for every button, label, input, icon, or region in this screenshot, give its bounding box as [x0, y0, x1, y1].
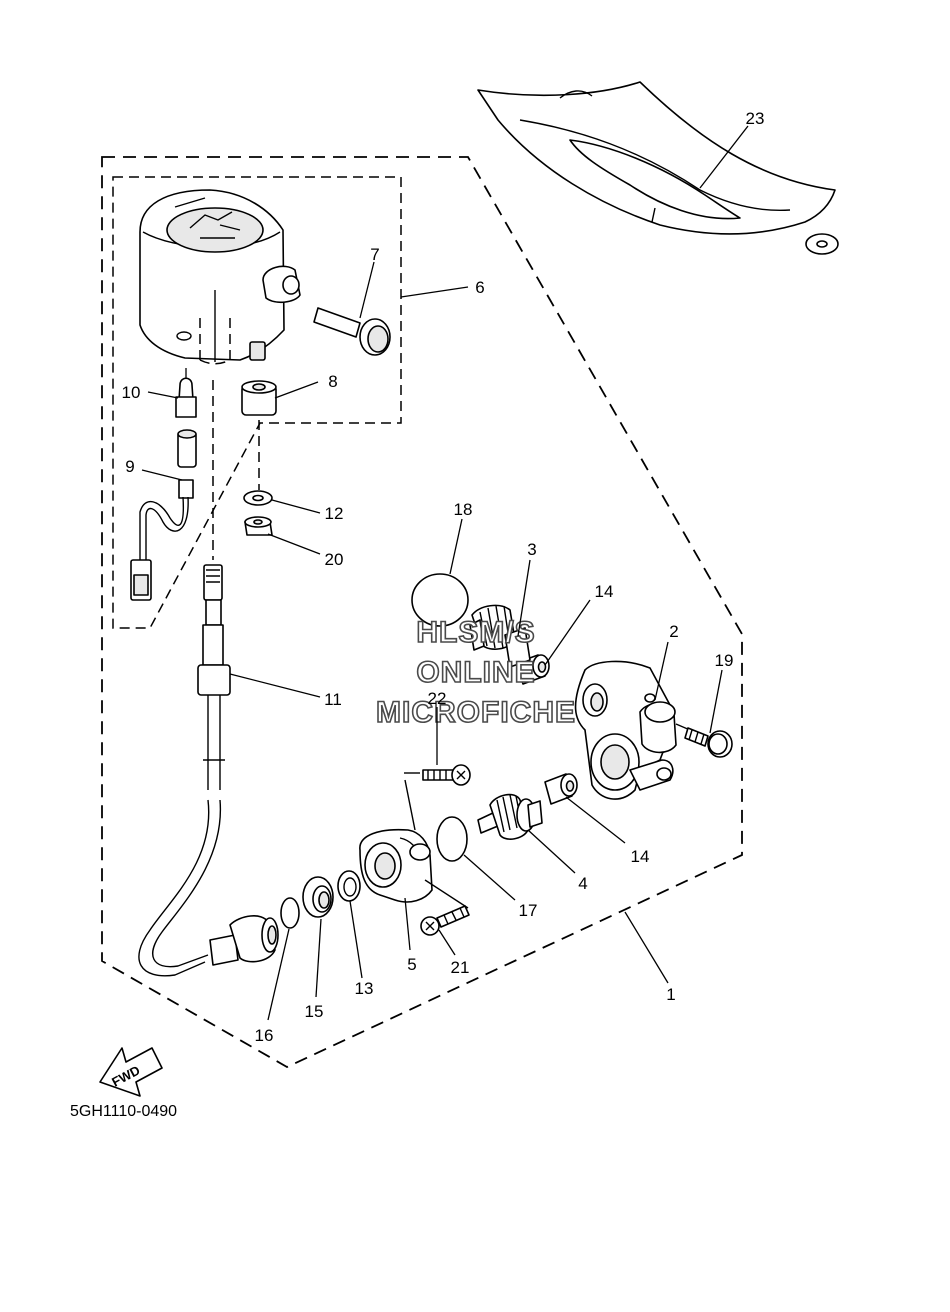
callout-4: 4	[578, 874, 587, 893]
watermark-line1: HLSM/S	[416, 616, 535, 649]
watermark: HLSM/S ONLINE MICROFICHE	[375, 615, 576, 730]
part-10-bulb	[175, 368, 197, 418]
callout-11: 11	[324, 690, 342, 709]
callout-1: 1	[666, 985, 675, 1004]
part-11-cable	[138, 564, 279, 977]
callout-3: 3	[527, 540, 536, 559]
watermark-line3: MICROFICHE	[376, 696, 576, 729]
callouts: 1 2 3 4 5 6 7 8 9 10 11 12 13 14 14 15 1…	[122, 109, 765, 1045]
callout-23: 23	[746, 109, 765, 128]
part-20-nut	[244, 516, 273, 536]
part-22-screw	[404, 764, 471, 786]
callout-13: 13	[355, 979, 374, 998]
part-17-o-ring	[436, 816, 468, 862]
part-15-oil-seal	[302, 876, 334, 918]
callout-14-lower: 14	[631, 847, 650, 866]
part-23-cover	[477, 81, 839, 255]
part-9-socket	[130, 429, 197, 601]
diagram-code: 5GH1110-0490	[70, 1103, 177, 1120]
part-8-grommet	[241, 380, 277, 416]
callout-12: 12	[325, 504, 344, 523]
part-4-gear	[477, 793, 543, 840]
part-21-screw	[420, 905, 470, 936]
part-3-driven-gear	[469, 604, 531, 668]
part-7-reset-knob	[313, 307, 391, 356]
callout-7: 7	[370, 245, 379, 264]
callout-21: 21	[451, 958, 470, 977]
assembly-6-boundary	[112, 176, 402, 629]
leader-lines	[141, 125, 749, 1021]
callout-18: 18	[454, 500, 473, 519]
callout-6: 6	[475, 278, 484, 297]
assembly-1-boundary	[101, 156, 743, 1069]
part-12-washer	[243, 490, 273, 506]
part-13-washer	[337, 870, 361, 902]
fwd-arrow-icon: FWD	[99, 1047, 163, 1097]
callout-8: 8	[328, 372, 337, 391]
callout-16: 16	[255, 1026, 274, 1045]
callout-15: 15	[305, 1002, 324, 1021]
part-16-o-ring	[280, 897, 300, 929]
callout-17: 17	[519, 901, 538, 920]
part-2-gear-case	[574, 660, 691, 800]
part-5-housing	[359, 779, 469, 909]
part-18-o-ring	[411, 573, 469, 627]
callout-9: 9	[125, 457, 134, 476]
callout-20: 20	[325, 550, 344, 569]
part-6-speedometer	[139, 189, 301, 365]
callout-5: 5	[407, 955, 416, 974]
callout-22: 22	[428, 689, 447, 708]
callout-2: 2	[669, 622, 678, 641]
callout-19: 19	[715, 651, 734, 670]
part-19-bolt	[684, 727, 733, 758]
part-14-bushing-lower	[544, 773, 578, 805]
callout-14-upper: 14	[595, 582, 614, 601]
watermark-line2: ONLINE	[416, 656, 535, 689]
callout-10: 10	[122, 383, 141, 402]
